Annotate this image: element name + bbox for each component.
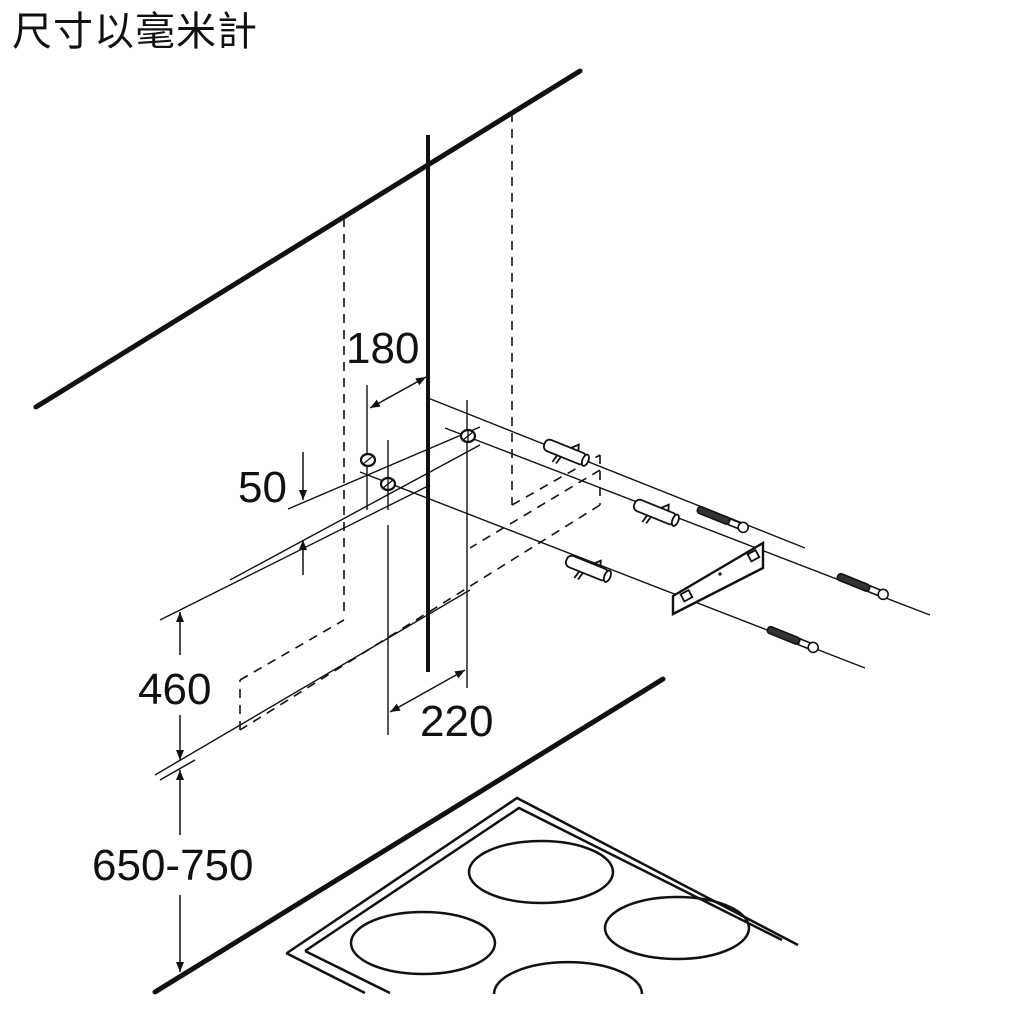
drill-hole-icon [379,476,397,492]
burner-icon [492,960,644,995]
dim-650-750-label: 650-750 [92,841,253,890]
screw-icon [766,625,819,654]
screws [696,505,889,654]
page-title: 尺寸以毫米計 [12,9,258,55]
burner-icon [467,839,615,905]
burner-icon [603,895,751,961]
dim-180-arrow [369,376,427,409]
drill-hole-icon [359,452,377,468]
wall-plug-icon [632,498,680,527]
cooktop [285,796,799,995]
dimension-arrows [159,376,466,972]
dim-220-arrow [389,669,466,713]
dim-460-label: 460 [138,665,211,714]
screw-icon [836,572,889,601]
mounting-bracket-icon [671,540,765,616]
dim-180-label: 180 [346,324,419,373]
dim-220-label: 220 [420,697,493,746]
wall-plug-icon [542,438,590,467]
ceiling-line [33,68,583,410]
drill-holes [359,428,477,492]
dim-50-label: 50 [238,463,287,512]
countertop-edge [152,676,666,995]
wall-plugs [542,438,680,583]
screw-icon [696,505,749,534]
wall-plug-icon [564,554,612,583]
construction-lines [154,385,931,776]
drill-hole-icon [459,428,477,444]
chimney-outline-dashed [239,113,601,731]
burner-icon [349,910,497,976]
